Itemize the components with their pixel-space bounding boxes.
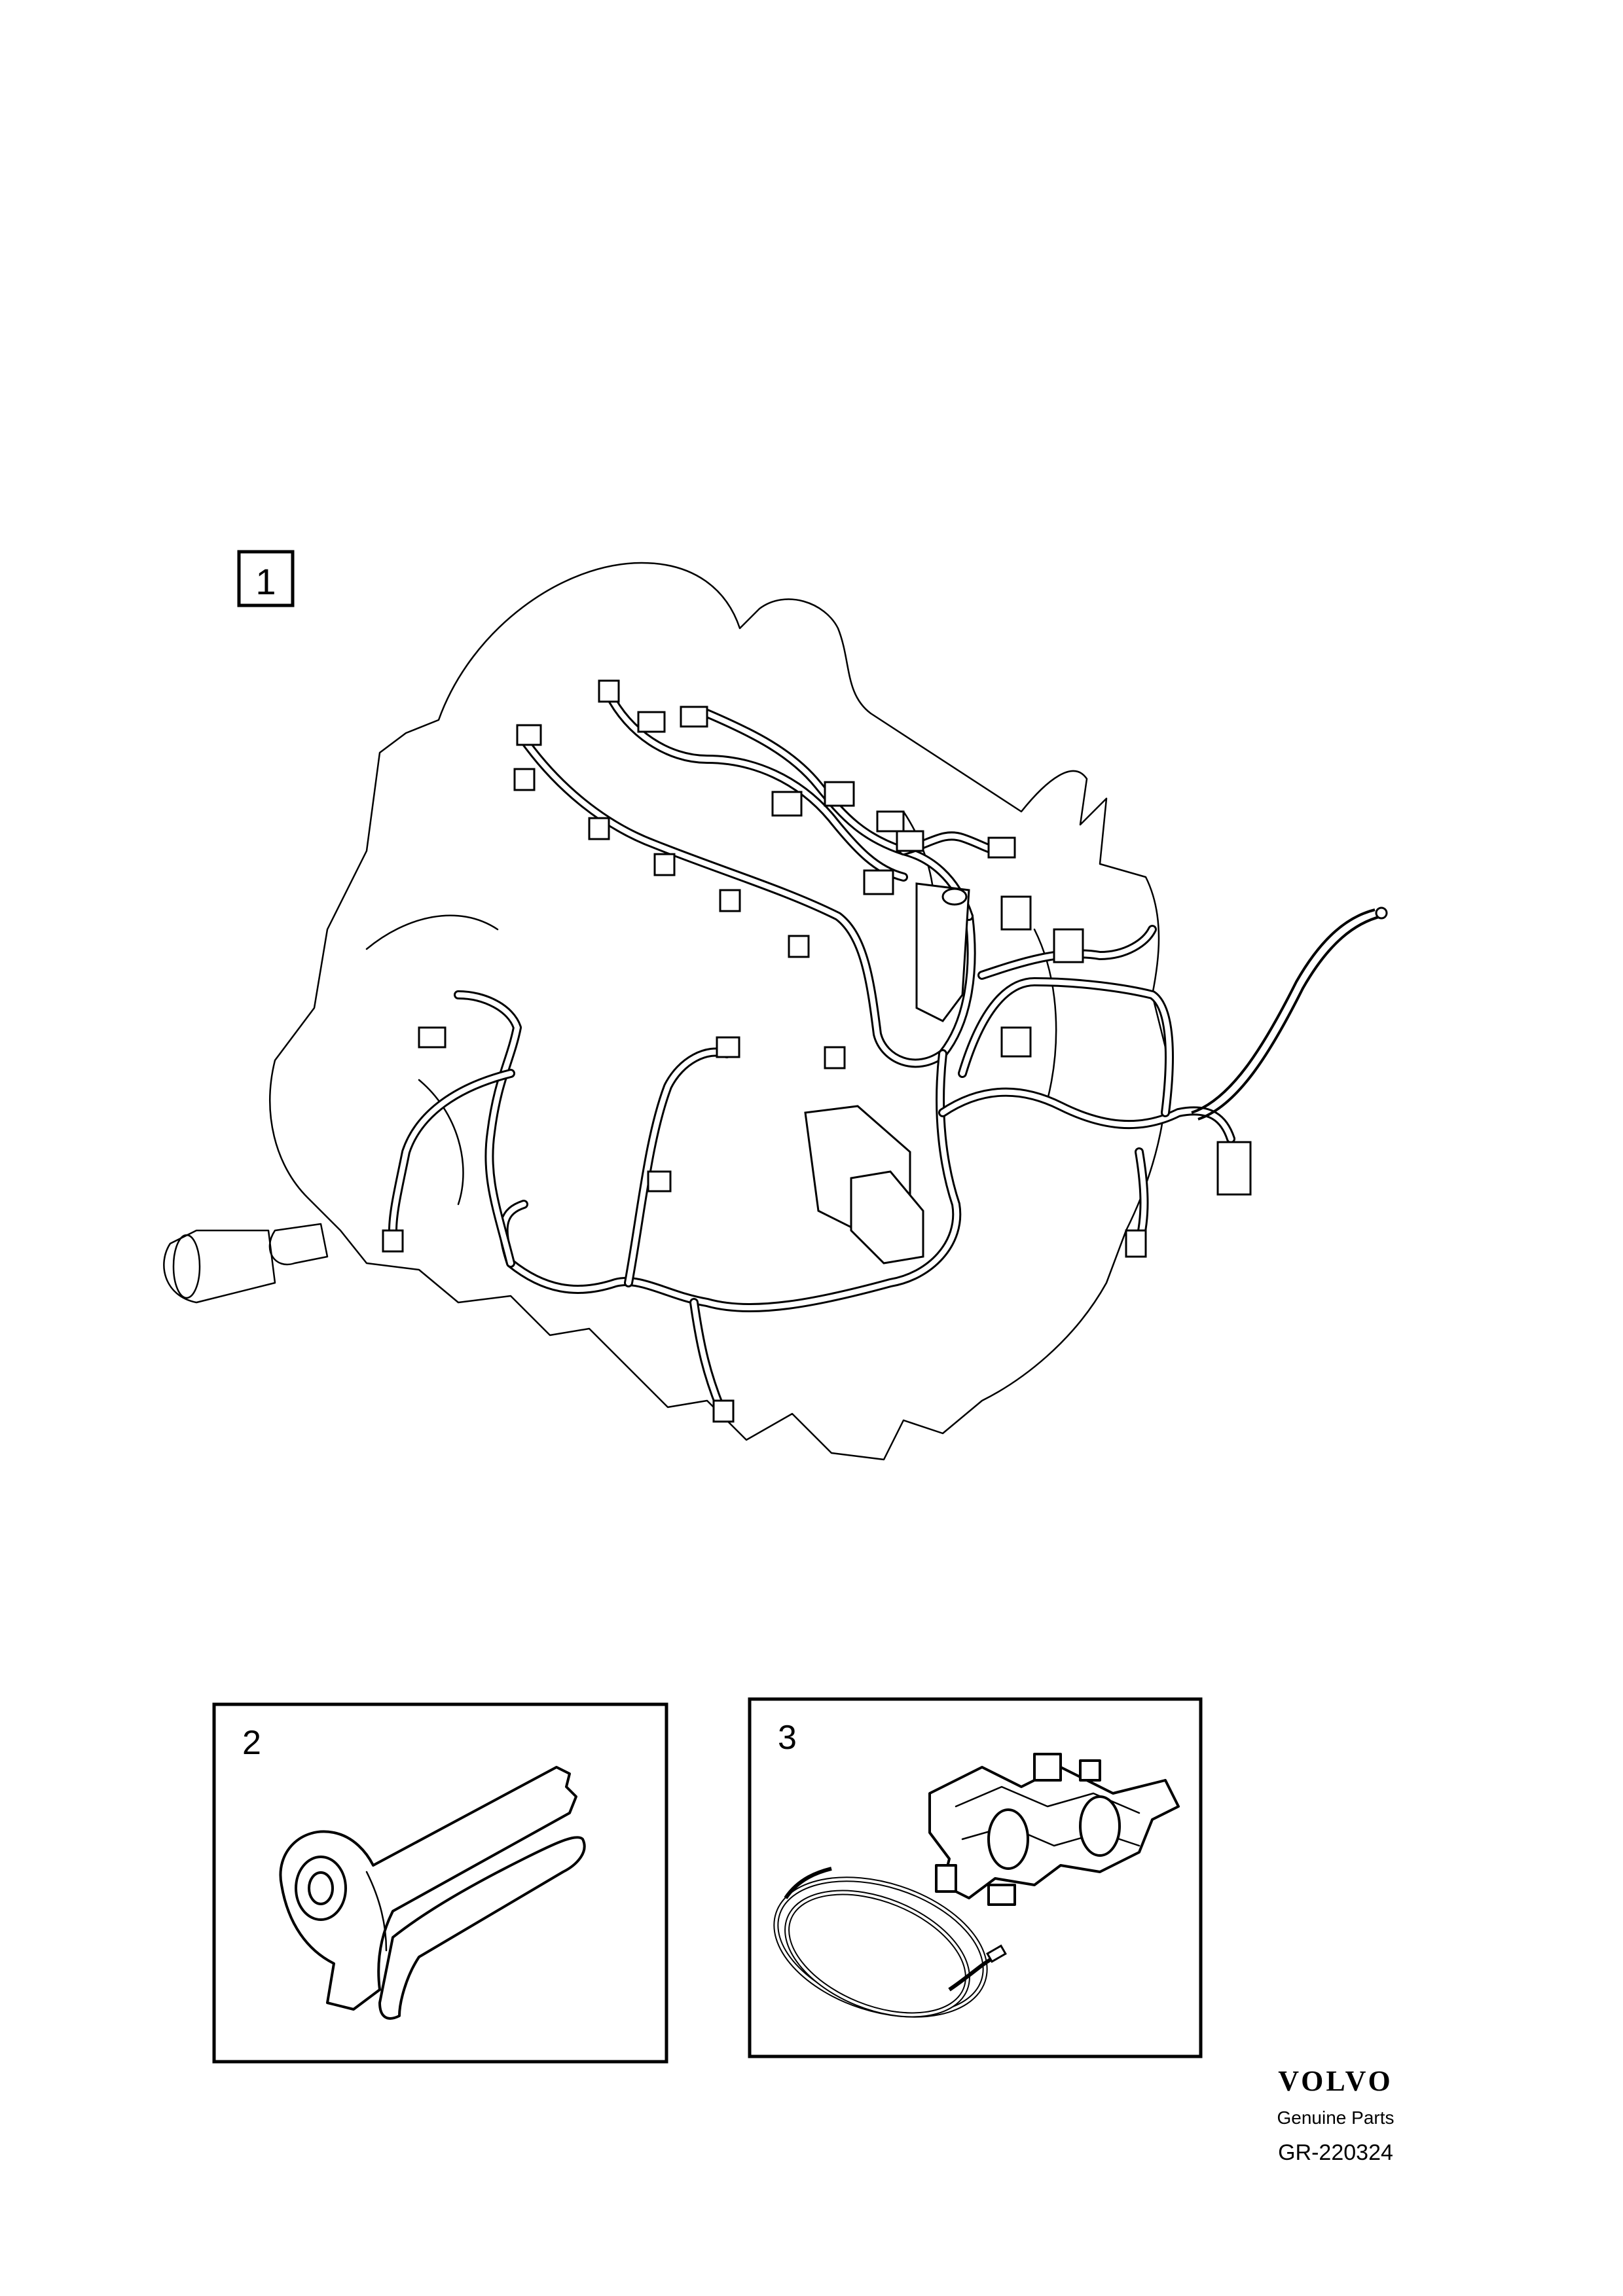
pipe2-outline <box>268 1223 329 1266</box>
volvo-logo: VOLVO <box>1278 2065 1393 2097</box>
engine-outline <box>269 562 1168 1461</box>
clip-illustration <box>928 1753 1180 1906</box>
diagram-code: GR-220324 <box>1278 2140 1393 2165</box>
engine-wiring-harness-illustration <box>163 562 1388 1461</box>
pipe-end-outline <box>172 1234 201 1299</box>
cable-illustration <box>773 1867 1007 2018</box>
callout-3-label: 3 <box>778 1719 797 1757</box>
brand-block: VOLVO Genuine Parts GR-220324 <box>1277 2065 1395 2165</box>
harness-connectors <box>382 679 1388 1423</box>
pipe-outline <box>163 1229 276 1304</box>
callout-1: 1 <box>237 550 295 607</box>
bracket-illustration <box>279 1766 586 2020</box>
harness-wires <box>388 689 1382 1412</box>
panel-item-2: 2 <box>212 1702 668 2064</box>
callout-1-label: 1 <box>255 561 276 602</box>
genuine-parts-label: Genuine Parts <box>1277 2108 1395 2128</box>
engine-detail-line <box>365 810 1057 1206</box>
panel-item-3: 3 <box>748 1697 1203 2058</box>
callout-2-label: 2 <box>242 1724 261 1762</box>
